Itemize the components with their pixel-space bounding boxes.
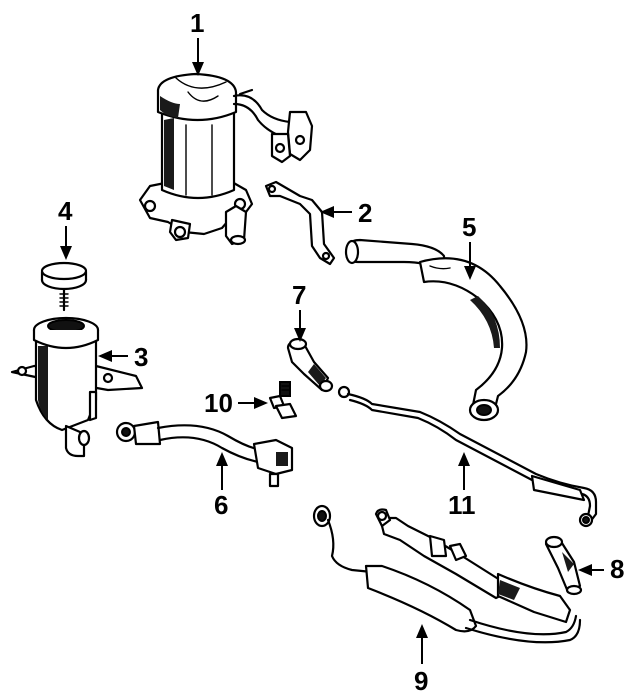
- callout-4: 4: [58, 196, 73, 260]
- callout-label-3: 3: [134, 342, 148, 372]
- callout-label-5: 5: [462, 212, 476, 242]
- part-7-elbow-hose[interactable]: [286, 337, 334, 393]
- part-9-pressure-line[interactable]: [312, 504, 582, 644]
- part-4-reservoir-cap[interactable]: [40, 261, 88, 312]
- part-11-return-line[interactable]: [337, 385, 598, 528]
- part-2-bracket[interactable]: [264, 180, 336, 266]
- callout-6: 6: [214, 452, 228, 520]
- callout-label-6: 6: [214, 490, 228, 520]
- callout-label-11: 11: [448, 490, 476, 520]
- part-5-hose[interactable]: [344, 238, 528, 422]
- callout-label-2: 2: [358, 198, 372, 228]
- callout-5: 5: [462, 212, 476, 280]
- callout-label-9: 9: [414, 666, 428, 696]
- callout-label-8: 8: [610, 554, 624, 584]
- callout-2: 2: [320, 198, 372, 228]
- callout-label-1: 1: [190, 8, 204, 38]
- callout-1: 1: [190, 8, 204, 76]
- part-6-hose[interactable]: [115, 420, 294, 488]
- part-3-reservoir[interactable]: [10, 316, 144, 458]
- callout-7: 7: [292, 280, 306, 342]
- callout-9: 9: [414, 624, 428, 696]
- callout-10: 10: [204, 388, 268, 418]
- callout-label-7: 7: [292, 280, 306, 310]
- callout-3: 3: [98, 342, 148, 372]
- callout-8: 8: [578, 554, 624, 584]
- callout-11: 11: [448, 452, 476, 520]
- part-8-elbow-hose[interactable]: [544, 535, 583, 596]
- part-1-pump-motor[interactable]: [138, 72, 314, 246]
- callout-label-4: 4: [58, 196, 73, 226]
- callout-label-10: 10: [204, 388, 233, 418]
- part-10-fitting[interactable]: [268, 381, 298, 420]
